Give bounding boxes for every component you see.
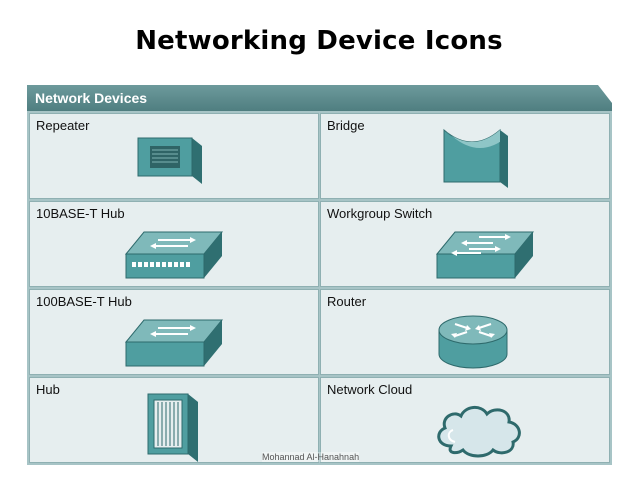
device-cell-network-cloud: Network Cloud — [320, 377, 610, 463]
device-cell-workgroup-switch: Workgroup Switch — [320, 201, 610, 287]
panel-header: Network Devices — [27, 85, 612, 111]
device-cell-10base-t-hub: 10BASE-T Hub — [29, 201, 319, 287]
repeater-icon — [137, 137, 202, 184]
bridge-icon — [443, 128, 508, 188]
device-label: Hub — [36, 382, 60, 397]
10base-t-hub-icon — [124, 231, 224, 279]
device-cell-bridge: Bridge — [320, 113, 610, 199]
device-label: Workgroup Switch — [327, 206, 433, 221]
device-grid: Repeater Bridge 10BASE-T Hub — [29, 113, 610, 463]
network-cloud-icon — [437, 406, 521, 458]
header-corner — [598, 85, 612, 103]
panel-header-title: Network Devices — [35, 90, 148, 106]
device-label: Repeater — [36, 118, 90, 133]
network-devices-panel: Network Devices Repeater Bridge — [27, 85, 612, 465]
device-label: Router — [327, 294, 367, 309]
device-label: Network Cloud — [327, 382, 413, 397]
page-title: Networking Device Icons — [135, 26, 503, 56]
workgroup-switch-icon — [435, 231, 535, 279]
device-label: 100BASE-T Hub — [36, 294, 132, 309]
device-cell-hub: Hub — [29, 377, 319, 463]
device-cell-router: Router — [320, 289, 610, 375]
device-label: 10BASE-T Hub — [36, 206, 125, 221]
device-label: Bridge — [327, 118, 365, 133]
author-credit: Mohannad Al-Hanahnah — [262, 452, 360, 462]
device-cell-repeater: Repeater — [29, 113, 319, 199]
router-icon — [438, 315, 508, 369]
100base-t-hub-icon — [124, 319, 224, 367]
hub-icon — [147, 393, 198, 462]
device-cell-100base-t-hub: 100BASE-T Hub — [29, 289, 319, 375]
